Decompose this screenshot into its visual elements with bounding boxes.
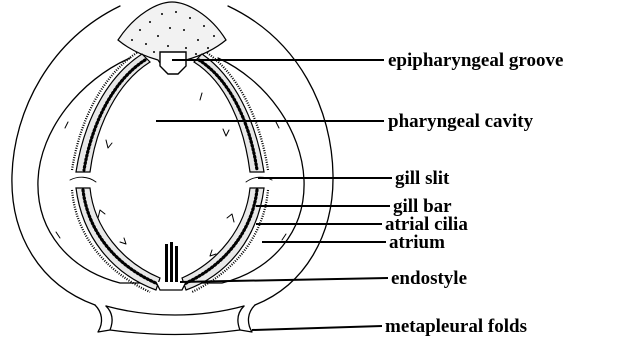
leader-metapleural-folds: [252, 326, 382, 330]
label-metapleural-folds: metapleural folds: [385, 316, 527, 337]
epipharyngeal-groove-shape: [160, 52, 186, 74]
label-gill-slit: gill slit: [395, 168, 450, 189]
label-epipharyngeal-groove: epipharyngeal groove: [388, 50, 563, 71]
gill-bar-left-lower: [76, 188, 160, 290]
metapleural-fold-left: [95, 305, 112, 332]
ventral-wall: [106, 306, 244, 315]
body-wall-right: [228, 6, 333, 305]
gill-bar-right-lower: [182, 188, 264, 290]
ventral-wall-inner: [110, 330, 240, 335]
metapleural-fold-right: [238, 305, 255, 332]
label-pharyngeal-cavity: pharyngeal cavity: [388, 111, 534, 132]
gill-slit-left: [70, 177, 96, 182]
label-endostyle: endostyle: [391, 268, 467, 289]
body-wall-left: [12, 6, 120, 305]
label-atrium: atrium: [389, 232, 445, 253]
